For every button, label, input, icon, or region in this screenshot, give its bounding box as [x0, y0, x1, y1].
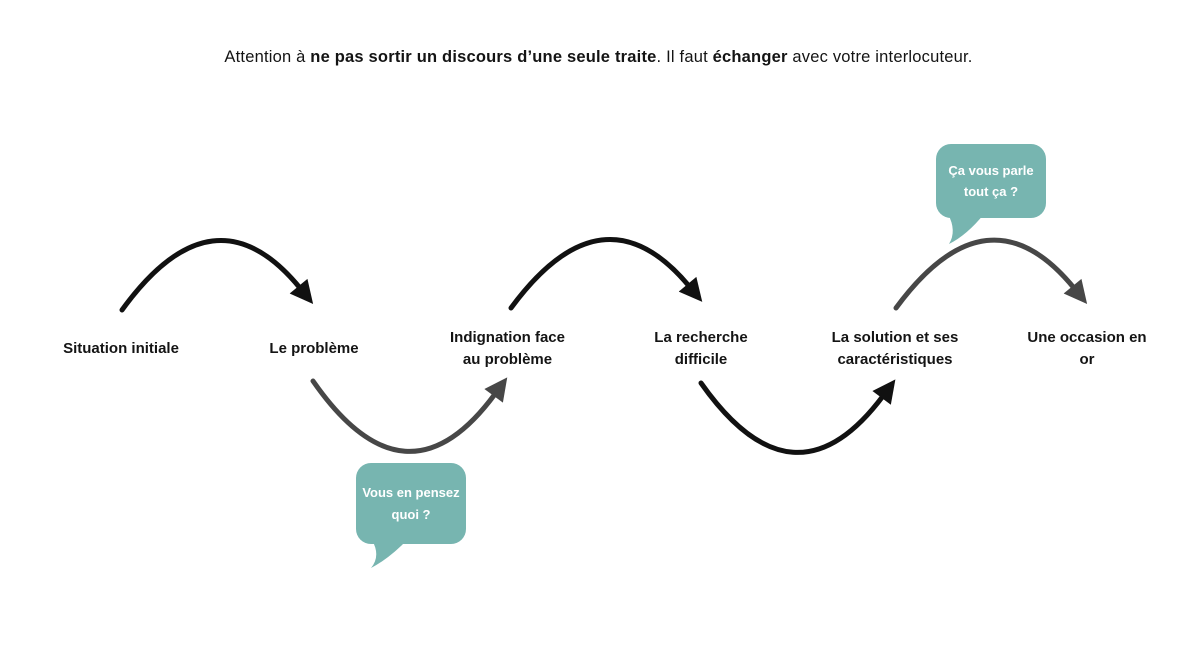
speech-bubble-tail-bottom — [371, 539, 408, 568]
stage-label-text: La solution et ses caractéristiques — [831, 328, 959, 369]
stage-label-text: La recherche difficile — [654, 328, 748, 369]
header-text-segment: avec votre interlocuteur. — [787, 48, 973, 66]
stage-label-text: Situation initiale — [63, 339, 179, 357]
speech-bubble-bottom: Vous en pensez quoi ? — [356, 463, 466, 544]
stage-label-text: Une occasion en or — [1027, 328, 1147, 369]
curved-arrow-step1-to-step2 — [119, 238, 314, 313]
stage-label-indignation: Indignation face au problème — [440, 322, 575, 376]
header-note: Attention à ne pas sortir un discours d’… — [0, 48, 1197, 67]
header-text-segment: Attention à — [224, 48, 311, 66]
stage-label-solution-caracteristiques: La solution et ses caractéristiques — [815, 322, 975, 376]
stage-label-recherche-difficile: La recherche difficile — [636, 322, 766, 376]
speech-bubble-top: Ça vous parle tout ça ? — [936, 144, 1046, 218]
header-bold-segment: échanger — [712, 48, 788, 66]
curved-arrow-step4-to-step5 — [698, 379, 896, 455]
speech-bubble-text: Ça vous parle tout ça ? — [948, 162, 1034, 199]
curved-arrow-step2-to-step3 — [310, 377, 508, 454]
header-bold-segment: ne pas sortir un discours d’une seule tr… — [310, 48, 657, 66]
header-text-segment: . Il faut — [656, 48, 713, 66]
stage-label-text: Le problème — [269, 339, 359, 357]
curved-arrow-step5-to-step6 — [893, 237, 1088, 311]
stage-label-le-probleme: Le problème — [229, 322, 399, 376]
speech-bubble-text: Vous en pensez quoi ? — [362, 485, 460, 522]
stage-label-text: Indignation face au problème — [449, 328, 565, 369]
stage-label-situation-initiale: Situation initiale — [36, 322, 206, 376]
curved-arrow-step3-to-step4 — [508, 237, 703, 311]
stage-label-occasion-en-or: Une occasion en or — [1022, 322, 1152, 376]
speech-bubble-tail-top — [948, 214, 984, 244]
